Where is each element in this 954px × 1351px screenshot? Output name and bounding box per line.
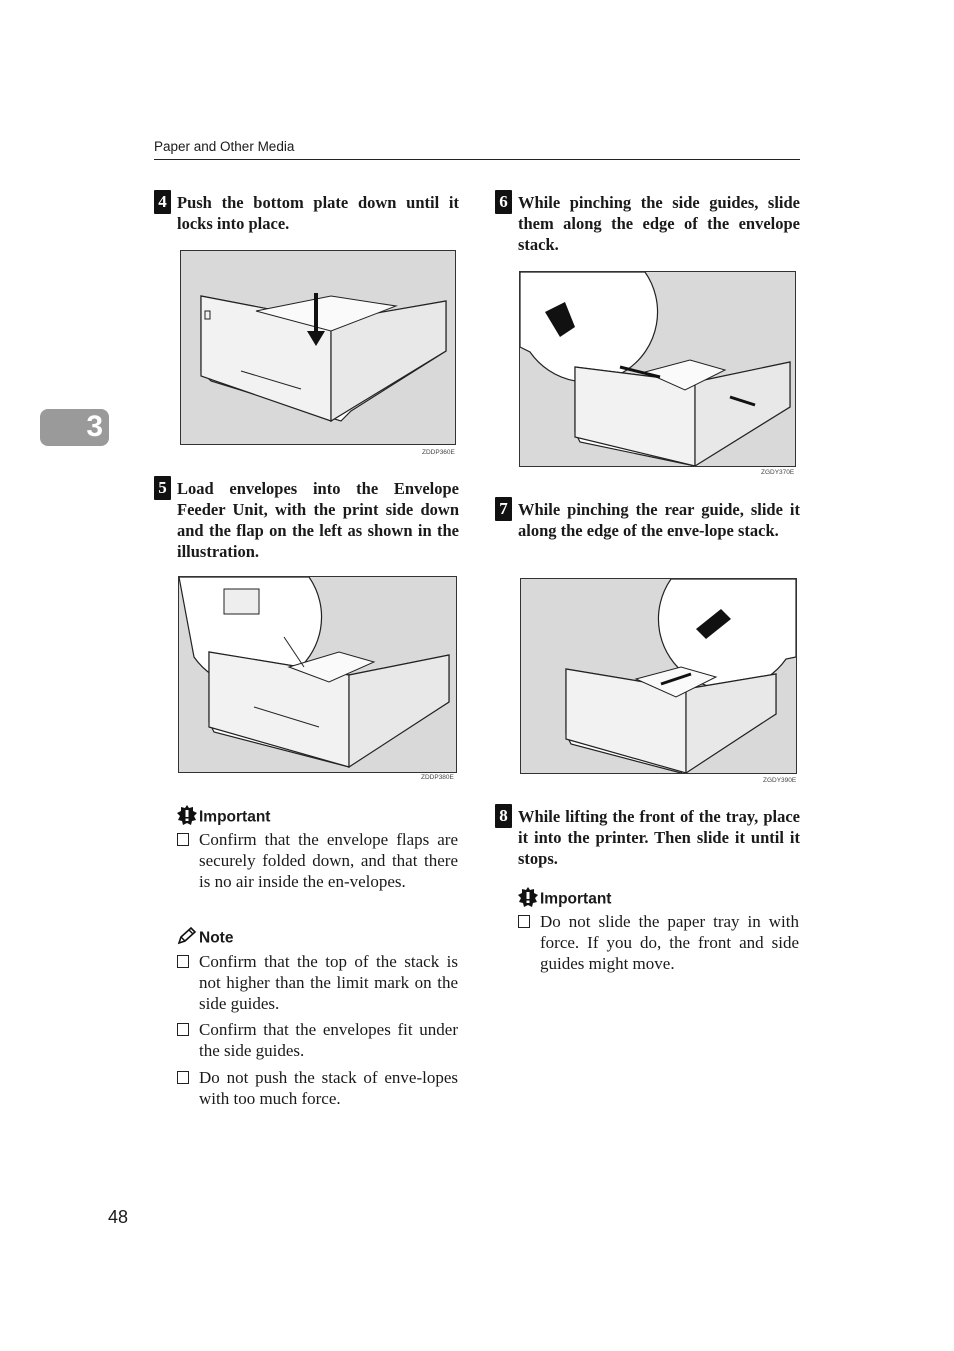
step-text: While lifting the front of the tray, pla… [518,807,800,868]
step-text: Load envelopes into the Envelope Feeder … [177,479,459,561]
note-item: Do not push the stack of enve-lopes with… [177,1067,458,1109]
important-heading: Important [518,887,611,912]
checkbox-square-icon [177,955,189,968]
important-icon [518,887,538,912]
tray-illustration [520,272,791,466]
note-item: Confirm that the envelopes fit under the… [177,1019,458,1061]
note-item-text: Confirm that the envelopes fit under the… [199,1020,458,1060]
step-7: 7 While pinching the rear guide, slide i… [495,497,800,567]
note-item-text: Confirm that the top of the stack is not… [199,952,458,1013]
important-item: Do not slide the paper tray in with forc… [518,911,799,974]
step-number-badge: 7 [495,497,512,521]
figure-id: ZDDP380E [421,774,454,781]
important-heading-text: Important [199,808,271,826]
step-text: While pinching the side guides, slide th… [518,193,800,254]
note-heading-text: Note [199,929,234,947]
step-number-badge: 8 [495,804,512,828]
checkbox-square-icon [177,1023,189,1036]
important-heading-text: Important [540,890,612,908]
important-icon [177,805,197,830]
note-item-text: Do not push the stack of enve-lopes with… [199,1068,458,1108]
step-5: 5 Load envelopes into the Envelope Feede… [154,476,459,568]
tray-illustration [200,293,447,423]
checkbox-square-icon [177,1071,189,1084]
chapter-number: 3 [86,410,103,443]
figure-side-guides [519,271,796,467]
figure-id: ZDDP360E [422,449,455,456]
running-header-title: Paper and Other Media [154,139,295,154]
important-item-text: Confirm that the envelope flaps are secu… [199,830,458,891]
figure-id: ZGDY370E [761,469,795,476]
page-number: 48 [108,1207,129,1227]
important-heading: Important [177,805,270,830]
chapter-tab: 3 [40,409,109,446]
important-item-text: Do not slide the paper tray in with forc… [540,912,799,973]
pencil-icon [177,926,197,950]
note-item: Confirm that the top of the stack is not… [177,951,458,1014]
figure-push-bottom-plate [180,250,456,445]
step-text: While pinching the rear guide, slide it … [518,500,800,540]
step-text: Push the bottom plate down until it lock… [177,193,459,233]
important-item: Confirm that the envelope flaps are secu… [177,829,458,892]
step-8: 8 While lifting the front of the tray, p… [495,804,800,874]
tray-illustration [565,579,796,773]
figure-load-envelopes [178,576,457,773]
figure-rear-guide [520,578,797,774]
running-header: Paper and Other Media [154,138,800,160]
checkbox-square-icon [177,833,189,846]
note-heading: Note [177,926,234,950]
step-number-badge: 6 [495,190,512,214]
figure-id: ZGDY390E [763,777,797,784]
step-6: 6 While pinching the side guides, slide … [495,190,800,260]
checkbox-square-icon [518,915,530,928]
step-number-badge: 5 [154,476,171,500]
step-number-badge: 4 [154,190,171,214]
step-4: 4 Push the bottom plate down until it lo… [154,190,459,240]
tray-illustration [179,577,450,769]
